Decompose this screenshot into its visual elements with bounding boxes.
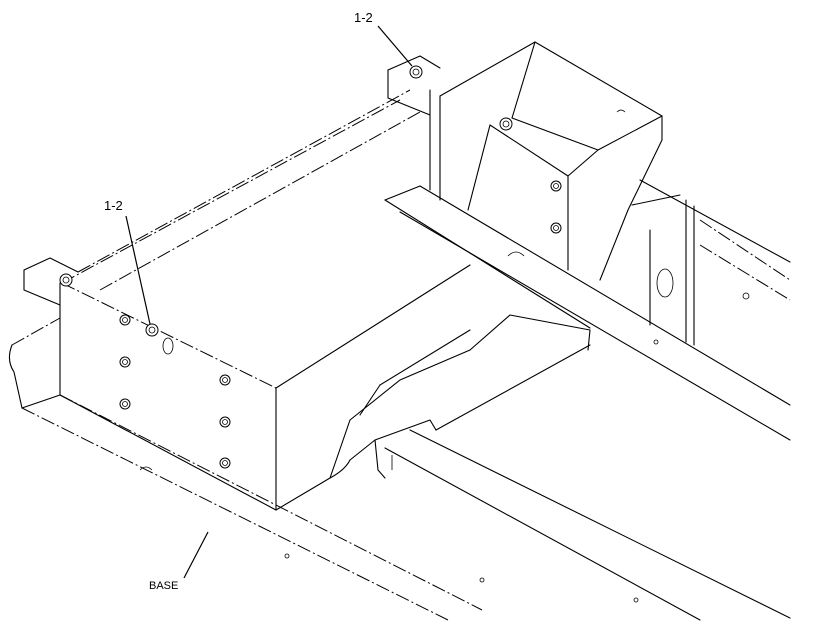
base-rail <box>8 317 485 621</box>
hex-bolt-icon[interactable] <box>145 323 159 337</box>
hex-bolt-icon[interactable] <box>499 117 513 131</box>
lower-support <box>349 314 791 621</box>
leader-top <box>377 25 413 67</box>
upper-rail <box>61 55 441 291</box>
hex-bolt-icon[interactable] <box>219 416 231 428</box>
hex-bolt-icon[interactable] <box>59 273 73 287</box>
cross-beam <box>384 185 791 441</box>
hex-bolt-icon[interactable] <box>119 398 131 410</box>
leader-left <box>125 215 151 325</box>
upper-bracket <box>439 41 663 281</box>
hex-bolt-icon[interactable] <box>550 180 562 192</box>
leader-lines <box>125 25 413 579</box>
callout-left: 1-2 <box>104 198 123 213</box>
bolt-group <box>59 65 562 469</box>
mounting-hole <box>162 337 174 355</box>
hex-bolt-icon[interactable] <box>409 65 423 79</box>
right-rail <box>631 179 791 346</box>
hex-bolt-icon[interactable] <box>219 374 231 386</box>
leader-base <box>183 531 209 579</box>
callout-top: 1-2 <box>354 10 373 25</box>
callout-base: BASE <box>149 580 178 592</box>
hex-bolt-icon[interactable] <box>119 314 131 326</box>
hex-bolt-icon[interactable] <box>219 457 231 469</box>
center-block <box>275 264 471 511</box>
left-frame-face <box>23 257 277 511</box>
hex-bolt-icon[interactable] <box>119 356 131 368</box>
hex-bolt-icon[interactable] <box>550 222 562 234</box>
